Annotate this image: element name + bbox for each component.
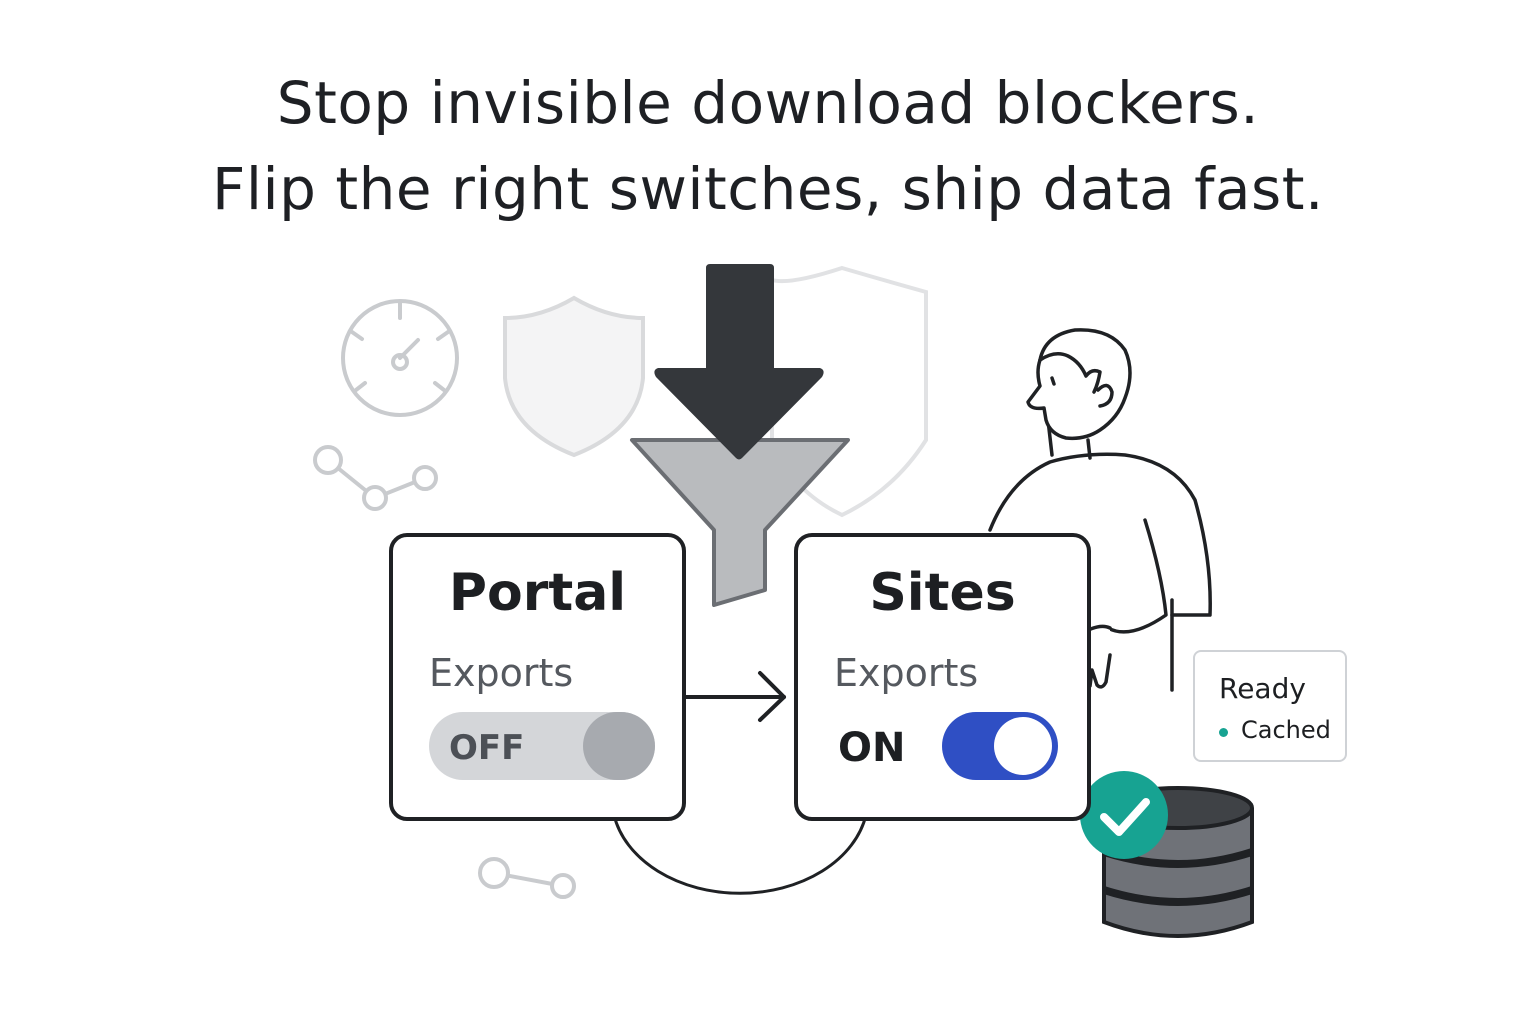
status-cached: Cached — [1241, 716, 1331, 744]
loop-arc — [612, 814, 868, 895]
portal-exports-label: Exports — [429, 651, 574, 695]
headline: Stop invisible download blockers. Flip t… — [0, 60, 1536, 232]
speedometer-icon — [341, 299, 459, 417]
connector-arrow — [684, 671, 786, 722]
headline-line-1: Stop invisible download blockers. — [276, 69, 1260, 137]
network-nodes-icon-small — [478, 857, 576, 899]
sites-exports-label: Exports — [834, 651, 979, 695]
portal-card: Portal Exports OFF — [389, 533, 686, 821]
database-icon — [1102, 786, 1254, 938]
shield-icon — [503, 295, 645, 458]
network-nodes-icon — [313, 445, 438, 511]
portal-card-title: Portal — [448, 563, 627, 623]
status-box: Ready Cached — [1193, 650, 1347, 762]
sites-exports-toggle[interactable] — [942, 712, 1058, 780]
toggle-knob — [994, 717, 1052, 775]
check-badge-icon — [1080, 771, 1168, 859]
portal-toggle-text: OFF — [449, 728, 525, 768]
sites-toggle-text: ON — [838, 725, 906, 771]
funnel-icon — [630, 438, 850, 607]
status-dot-icon — [1219, 728, 1228, 737]
headline-line-2: Flip the right switches, ship data fast. — [212, 155, 1324, 223]
portal-exports-toggle[interactable]: OFF — [429, 712, 655, 780]
status-ready: Ready — [1219, 672, 1306, 705]
large-shield-icon — [770, 265, 928, 518]
sites-card: Sites Exports ON — [794, 533, 1091, 821]
toggle-knob — [583, 712, 655, 780]
download-arrow-icon — [654, 264, 824, 460]
sites-card-title: Sites — [869, 563, 1016, 623]
